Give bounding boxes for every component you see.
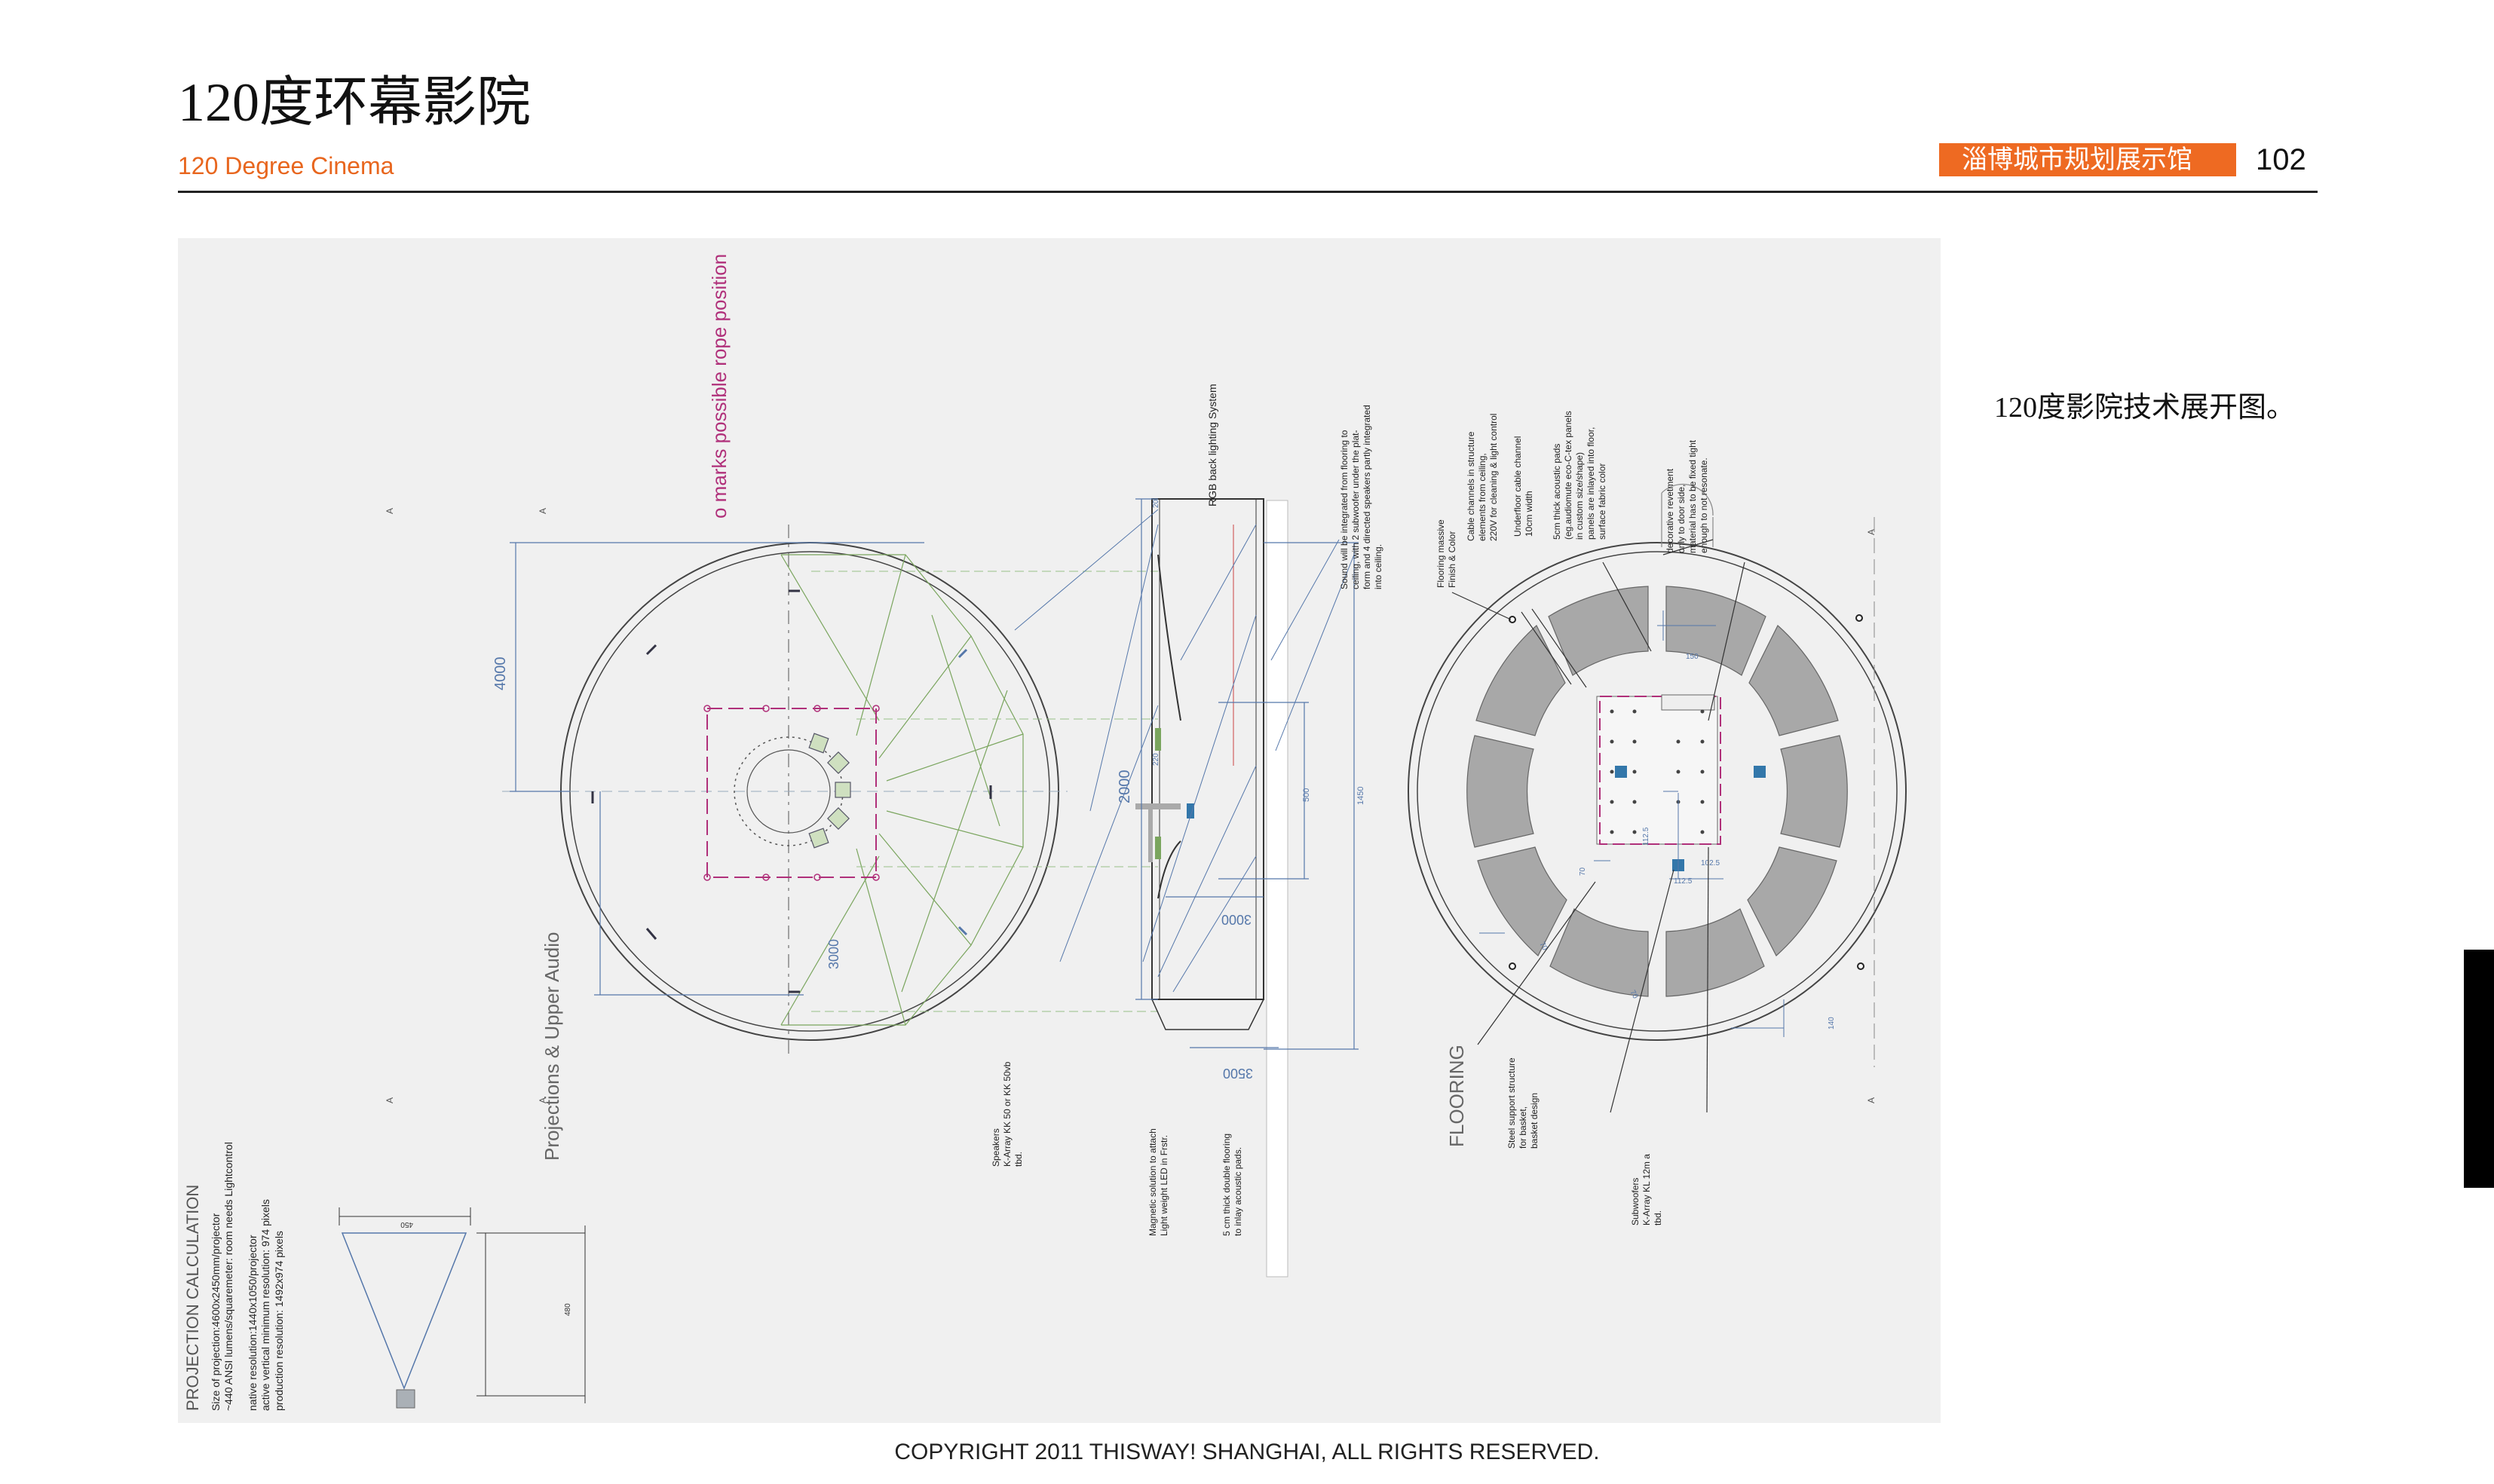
dim-4000: 4000: [492, 657, 509, 691]
note-line: tbd.: [1013, 1151, 1024, 1167]
note-line: K-Array KK 50 or KK 50vb: [1002, 1061, 1013, 1167]
section-mark: A: [538, 508, 548, 514]
note-decorative: decorative revetment only to door side, …: [1665, 440, 1710, 553]
page-number: 102: [2256, 143, 2306, 176]
note-line: into ceiling.: [1373, 543, 1383, 589]
plan-projection: 4000 3000: [492, 525, 1158, 1060]
note-line: Finish & Color: [1447, 531, 1457, 588]
dim-450: 450: [400, 1220, 413, 1229]
rope-note: o marks possible rope position: [708, 253, 731, 519]
dim-150: 150: [1686, 653, 1699, 661]
dim-220: 220: [1152, 753, 1160, 766]
note-line: material has to be fixed tight: [1687, 439, 1698, 553]
note-double-flooring: 5 cm thick double flooring to inlay acou…: [1221, 1134, 1244, 1236]
note-rgb-line: RGB back lighting System: [1206, 384, 1218, 506]
note-line: elements from ceiling,: [1477, 453, 1488, 541]
dim-500: 500: [1302, 788, 1311, 802]
dim-112-5: 112.5: [1642, 827, 1650, 846]
note-line: Cable channels in structure: [1466, 431, 1476, 541]
dim-1450: 1450: [1356, 787, 1365, 805]
note-line: surface fabric color: [1597, 463, 1607, 540]
page-subtitle: 120 Degree Cinema: [178, 152, 394, 179]
calc-line: active vertical minimum resolution: 974 …: [259, 1199, 271, 1411]
note-line: to inlay acoustic pads.: [1233, 1146, 1243, 1236]
dim-2000: 2000: [1117, 770, 1133, 804]
note-line: K-Array KL 12m a: [1641, 1154, 1652, 1225]
note-line: Magnetic solution to attach: [1147, 1128, 1158, 1236]
venue-badge: 淄博城市规划展示馆: [1939, 143, 2236, 176]
note-line: (eg.audiomute eco-C-tex panels: [1563, 411, 1573, 540]
note-line: panels are inlayed into floor,: [1586, 427, 1596, 540]
section-mark: A: [538, 1097, 548, 1103]
calc-line: production resolution: 1492x974 pixels: [272, 1231, 285, 1411]
section-mark: A: [1866, 529, 1877, 535]
note-line: basket design: [1529, 1092, 1540, 1149]
note-steel-support: Steel support structure for basket, bask…: [1506, 1057, 1540, 1149]
dim-3000-plan: 3000: [826, 939, 841, 969]
calc-line: ~440 ANSI lumens/squaremeter: room needs…: [222, 1142, 234, 1411]
note-line: 10cm width: [1524, 491, 1534, 537]
note-subwoofers: Subwoofers K-Array KL 12m a tbd.: [1630, 1154, 1664, 1225]
projection-calc-title: PROJECTION CALCULATION: [183, 1184, 202, 1411]
note-line: 5 cm thick double flooring: [1221, 1133, 1232, 1236]
note-line: only to door side,: [1676, 484, 1687, 553]
note-underfloor: Underfloor cable channel 10cm width: [1512, 436, 1535, 537]
projection-calc: PROJECTION CALCULATION Size of projectio…: [182, 1142, 286, 1411]
note-line: Steel support structure: [1506, 1057, 1517, 1149]
note-line: 220V for cleaning & light control: [1488, 413, 1499, 541]
note-cable-channels: Cable channels in structure elements fro…: [1466, 414, 1500, 541]
note-line: Underfloor cable channel: [1512, 436, 1523, 537]
dim-102-5: 102.5: [1701, 859, 1720, 867]
dim-140: 140: [1828, 1017, 1836, 1030]
note-line: Flooring massive: [1435, 519, 1446, 588]
note-line: tbd.: [1653, 1210, 1663, 1225]
note-speakers: Speakers K-Array KK 50 or KK 50vb tbd.: [991, 1062, 1025, 1167]
drawing-caption: 120度影院技术展开图。: [1994, 392, 2296, 424]
projections-title: Projections & Upper Audio: [541, 932, 563, 1161]
note-line: enough to not resonate.: [1699, 457, 1709, 553]
dim-112-5-b: 112.5: [1674, 877, 1693, 886]
note-magnetic: Magnetic solution to attach Light weight…: [1147, 1128, 1170, 1236]
copyright-footer: COPYRIGHT 2011 THISWAY! SHANGHAI, ALL RI…: [894, 1440, 1600, 1464]
section-mark: A: [1866, 1097, 1877, 1103]
note-line: form and 4 directed speakers partly inte…: [1362, 405, 1372, 589]
dim-70: 70: [1579, 867, 1587, 876]
note-line: Light weight LED in Frstr.: [1159, 1134, 1169, 1236]
section-view: 2000 3000 3500 1450 500 20 220: [1014, 498, 1365, 1277]
acoustic-pads: [1466, 586, 1848, 997]
dim-3000-section: 3000: [1221, 912, 1252, 927]
note-rgb: RGB back lighting System: [1206, 384, 1220, 506]
dim-70-b: 70: [1628, 989, 1639, 1001]
note-line: Subwoofers: [1630, 1177, 1641, 1225]
note-line: in custom size/shape): [1574, 451, 1585, 540]
note-line: ceiling, with 2 subwoofer under the plat…: [1350, 430, 1361, 589]
calc-line: Size of projection:4600x2450mm/projector: [209, 1213, 222, 1411]
page-title: 120度环幕影院: [178, 72, 532, 133]
dim-20: 20: [1152, 499, 1160, 508]
flooring-title: FLOORING: [1445, 1045, 1468, 1147]
dim-3500: 3500: [1223, 1066, 1253, 1081]
drawing-svg: A A A A A A: [339, 483, 1907, 1409]
note-line: 5cm thick acoustic pads: [1552, 443, 1562, 540]
technical-drawing: A A A A A A: [178, 238, 1941, 1423]
note-sound: Sound will be integrated from flooring t…: [1339, 405, 1384, 589]
note-flooring-massive: Flooring massive Finish & Color: [1435, 519, 1458, 588]
note-line: decorative revetment: [1665, 468, 1675, 553]
note-acoustic-pads: 5cm thick acoustic pads (eg.audiomute ec…: [1552, 411, 1608, 540]
calc-line: native resolution:1440x1050/projector: [246, 1235, 259, 1412]
note-line: Speakers: [991, 1128, 1001, 1167]
section-mark: A: [385, 508, 395, 514]
section-mark: A: [385, 1097, 395, 1103]
header-rule: [178, 191, 2318, 193]
dim-480: 480: [564, 1303, 572, 1316]
note-line: for basket,: [1518, 1106, 1528, 1149]
flooring-plan: 150 112.5 102.5 112.5 70 70 70 140: [1408, 483, 1907, 1113]
page-edge-tab: [2464, 950, 2494, 1188]
projection-diagram: 450 480: [339, 1207, 586, 1409]
note-line: Sound will be integrated from flooring t…: [1339, 430, 1350, 589]
